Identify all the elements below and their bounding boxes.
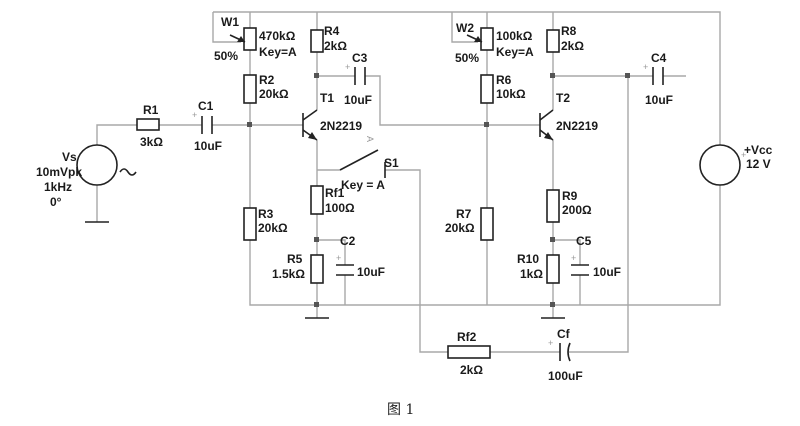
c3-capacitor: +: [345, 62, 366, 85]
rf1-name-label: Rf1: [325, 186, 345, 200]
vs-phase-label: 0°: [50, 195, 62, 209]
c2-value-label: 10uF: [357, 265, 385, 279]
s1-name-label: S1: [384, 156, 399, 170]
r9-value-label: 200Ω: [562, 203, 592, 217]
r1-name-label: R1: [143, 103, 159, 117]
r7-resistor: [480, 207, 494, 241]
c1-capacitor: +: [192, 110, 213, 134]
r3-value-label: 20kΩ: [258, 221, 288, 235]
r1-value-label: 3kΩ: [140, 135, 163, 149]
cf-name-label: Cf: [557, 327, 571, 341]
figure-caption: 图 1: [387, 402, 414, 418]
r4-resistor: [310, 29, 324, 53]
r8-resistor: [546, 29, 560, 53]
w1-key-label: Key=A: [259, 45, 297, 59]
r5-value-label: 1.5kΩ: [272, 267, 305, 281]
t2-name-label: T2: [556, 91, 570, 105]
t1-name-label: T1: [320, 91, 334, 105]
vcc-name-label: +Vcc: [744, 143, 773, 157]
cf-value-label: 100uF: [548, 369, 583, 383]
r3-name-label: R3: [258, 207, 274, 221]
c5-name-label: C5: [576, 234, 592, 248]
cf-capacitor: +: [548, 338, 571, 362]
r4-value-label: 2kΩ: [324, 39, 347, 53]
vs-frequency-label: 1kHz: [44, 180, 72, 194]
w1-name-label: W1: [221, 15, 239, 29]
c3-value-label: 10uF: [344, 93, 372, 107]
rf2-name-label: Rf2: [457, 330, 477, 344]
r6-value-label: 10kΩ: [496, 87, 526, 101]
vs-source: [76, 144, 137, 186]
r2-value-label: 20kΩ: [259, 87, 289, 101]
r10-resistor: [546, 254, 560, 284]
r6-name-label: R6: [496, 73, 512, 87]
t2-transistor: [539, 109, 554, 141]
r8-name-label: R8: [561, 24, 577, 38]
svg-text:+: +: [571, 253, 576, 263]
vs-amplitude-label: 10mVpk: [36, 165, 82, 179]
w1-value-label: 470kΩ: [259, 29, 296, 43]
vs-name-label: Vs: [62, 150, 77, 164]
s1-switch: A: [339, 136, 386, 178]
svg-text:+: +: [741, 150, 746, 160]
component-labels: Vs 10mVpk 1kHz 0° R1 3kΩ C1 10uF W1 470k…: [36, 15, 773, 383]
r6-resistor: [480, 74, 494, 104]
w1-percent-label: 50%: [214, 49, 238, 63]
svg-text:+: +: [643, 62, 648, 72]
r10-name-label: R10: [517, 252, 539, 266]
wires: [96, 11, 721, 353]
r10-value-label: 1kΩ: [520, 267, 543, 281]
svg-text:+: +: [548, 338, 553, 348]
c5-value-label: 10uF: [593, 265, 621, 279]
rf1-resistor: [310, 185, 324, 215]
r7-name-label: R7: [456, 207, 472, 221]
svg-text:+: +: [192, 110, 197, 120]
w2-potentiometer: [466, 27, 494, 51]
rf1-value-label: 100Ω: [325, 201, 355, 215]
c1-name-label: C1: [198, 99, 214, 113]
r7-value-label: 20kΩ: [445, 221, 475, 235]
svg-text:+: +: [336, 253, 341, 263]
t1-transistor: [302, 109, 318, 141]
c4-name-label: C4: [651, 51, 667, 65]
w2-key-label: Key=A: [496, 45, 534, 59]
c2-capacitor: +: [336, 253, 354, 276]
c5-capacitor: +: [571, 253, 589, 276]
r2-resistor: [243, 74, 257, 104]
vcc-dc-source: +: [699, 144, 746, 186]
svg-text:A: A: [365, 136, 375, 142]
r9-name-label: R9: [562, 189, 578, 203]
c4-capacitor: +: [643, 62, 664, 85]
c2-name-label: C2: [340, 234, 356, 248]
t1-type-label: 2N2219: [320, 119, 362, 133]
c3-name-label: C3: [352, 51, 368, 65]
w2-percent-label: 50%: [455, 51, 479, 65]
r2-name-label: R2: [259, 73, 275, 87]
rf2-value-label: 2kΩ: [460, 363, 483, 377]
w2-name-label: W2: [456, 21, 474, 35]
s1-key-label: Key = A: [341, 178, 385, 192]
r5-resistor: [310, 254, 324, 284]
rf2-resistor: [447, 345, 491, 359]
r3-resistor: [243, 207, 257, 241]
w2-value-label: 100kΩ: [496, 29, 533, 43]
r5-name-label: R5: [287, 252, 303, 266]
w1-potentiometer: [229, 27, 257, 51]
t2-type-label: 2N2219: [556, 119, 598, 133]
r9-resistor: [546, 189, 560, 223]
r8-value-label: 2kΩ: [561, 39, 584, 53]
c1-value-label: 10uF: [194, 139, 222, 153]
junctions: [247, 73, 630, 307]
svg-text:+: +: [345, 62, 350, 72]
r1-resistor: [136, 118, 160, 131]
r4-name-label: R4: [324, 24, 340, 38]
c4-value-label: 10uF: [645, 93, 673, 107]
vcc-value-label: 12 V: [746, 157, 771, 171]
